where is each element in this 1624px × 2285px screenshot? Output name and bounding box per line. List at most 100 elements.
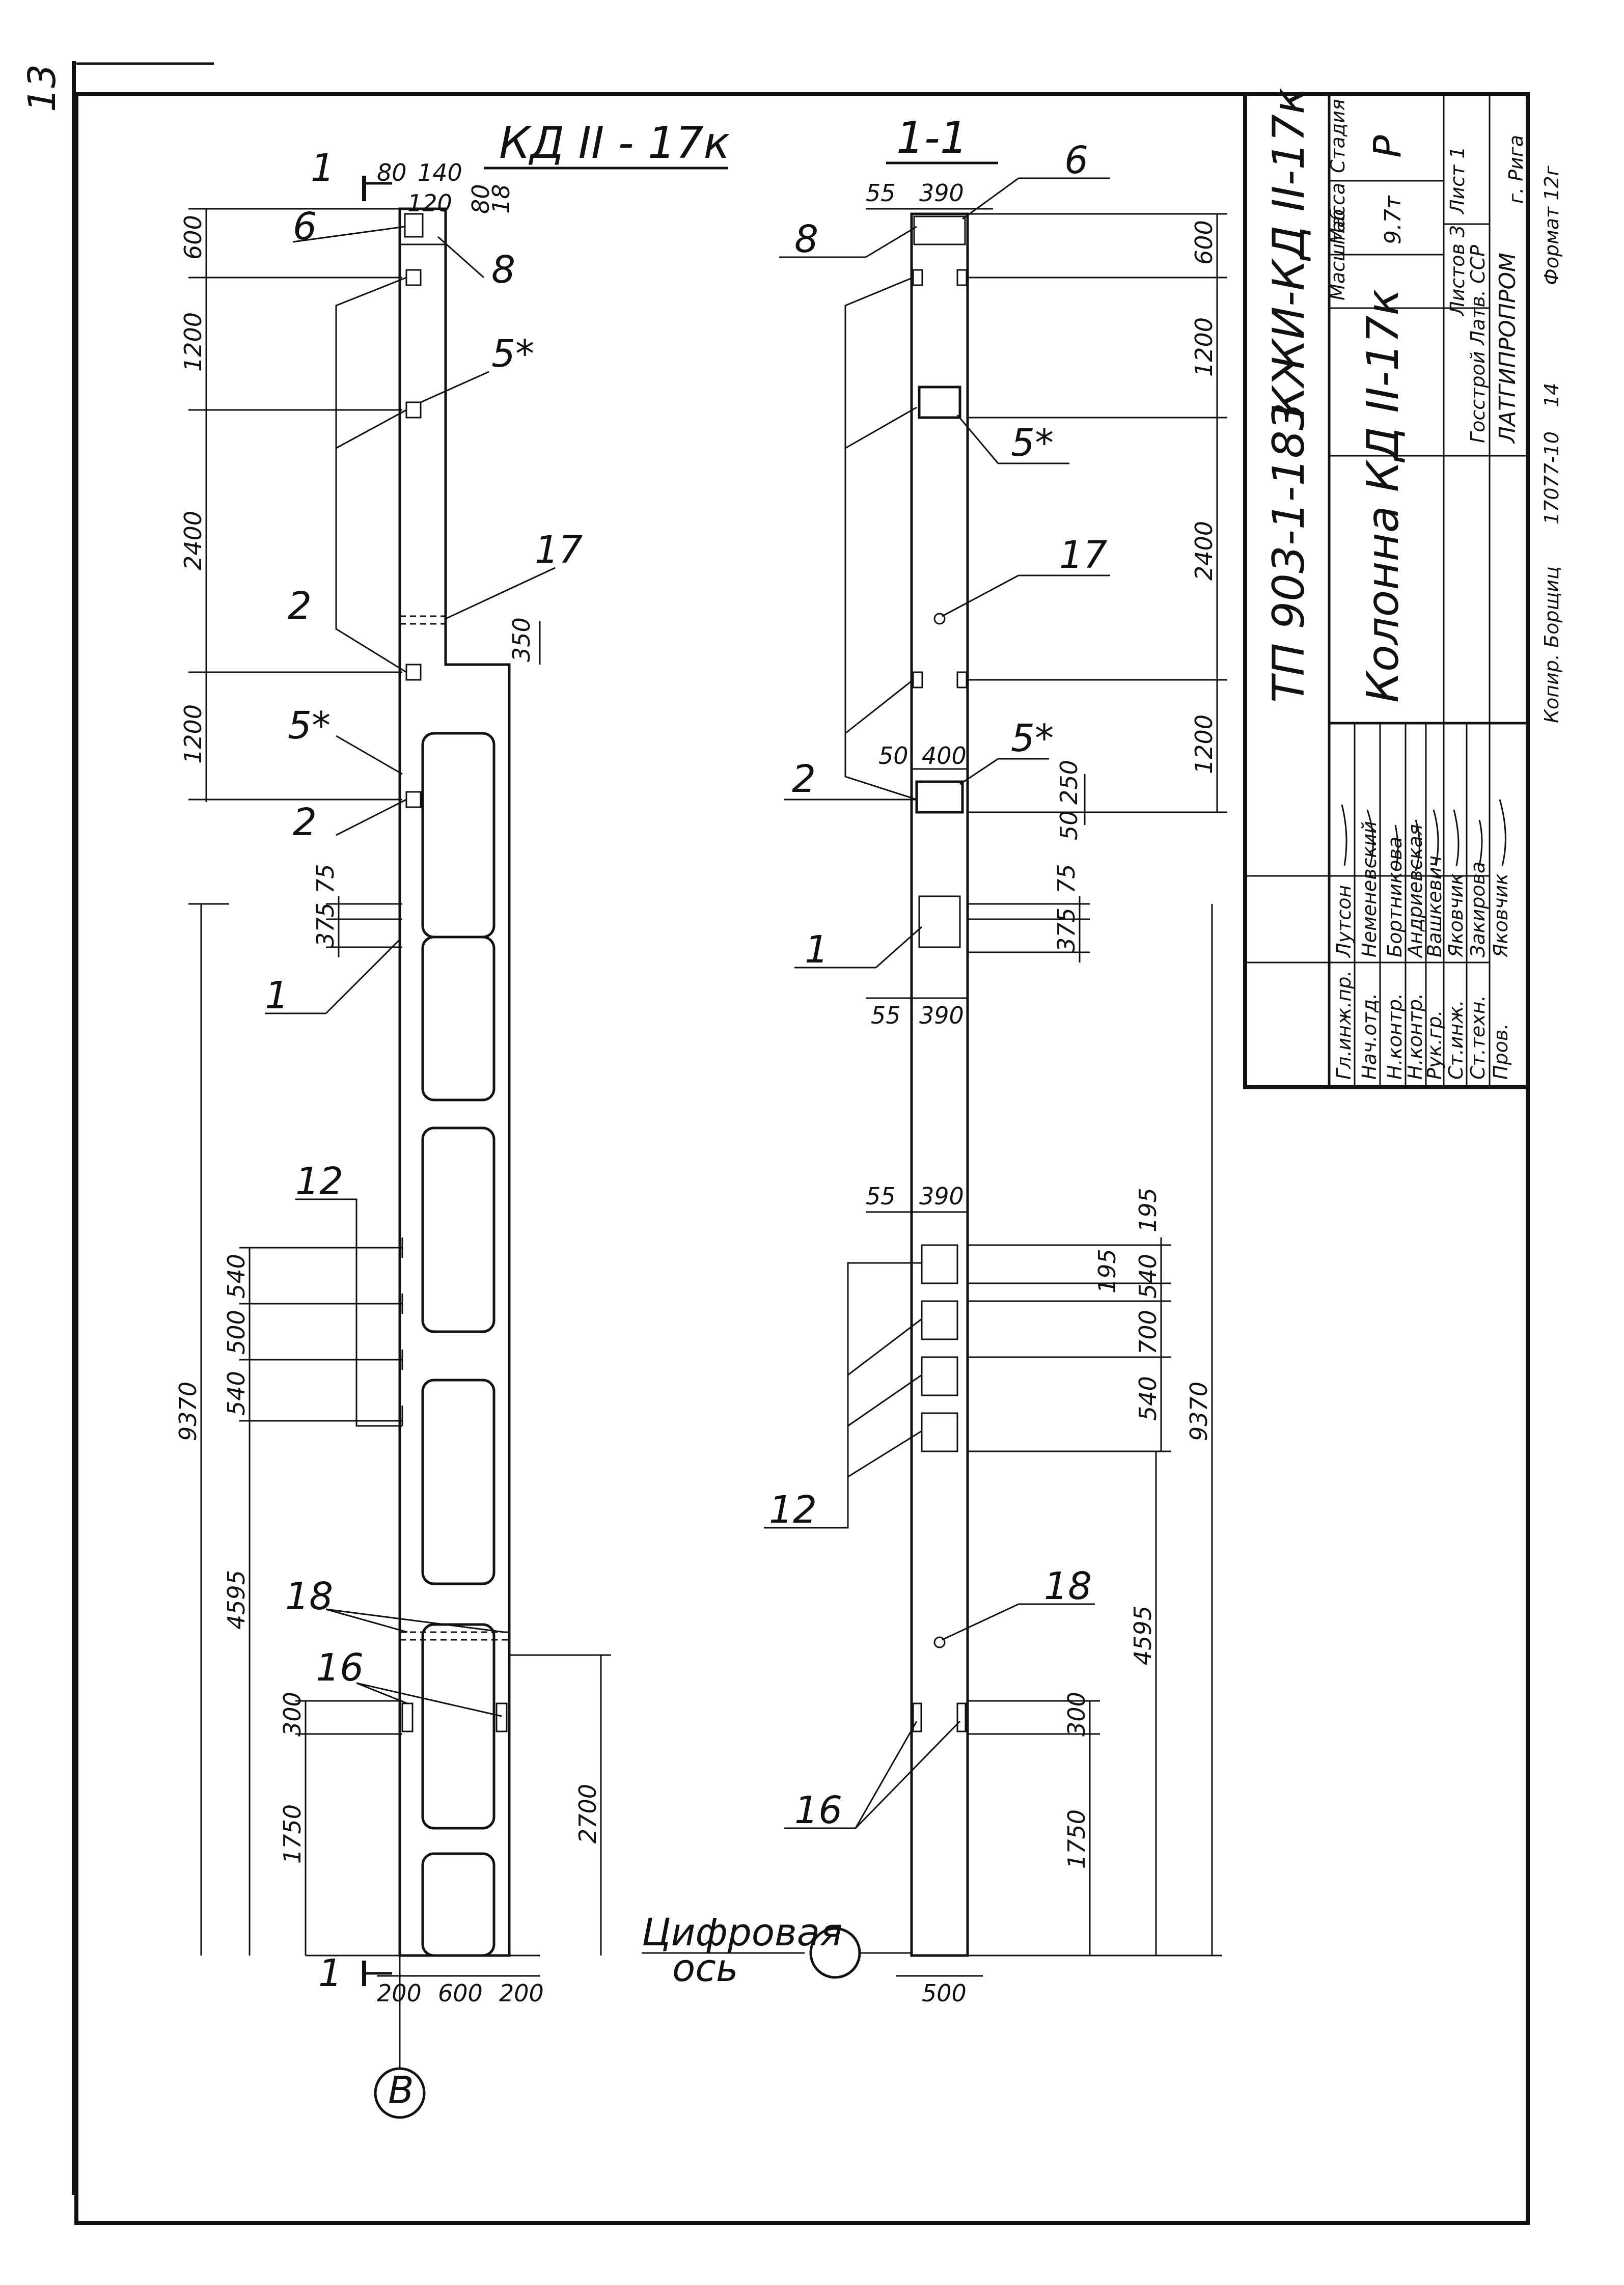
tb-signature-marks xyxy=(1341,799,1506,871)
leader-16-left-b xyxy=(356,1682,502,1717)
label-8-left: 8 xyxy=(491,248,515,292)
dim-top-80b: 80 xyxy=(467,184,494,214)
right-plate-12a xyxy=(921,1244,958,1284)
left-plate-16a xyxy=(401,1702,414,1732)
right-plate-16b xyxy=(956,1702,967,1732)
tb-format: Формат 12г xyxy=(1540,165,1563,285)
tb-scale-h: Масштаб xyxy=(1327,208,1349,300)
rdim-50b: 50 xyxy=(1055,810,1083,840)
label-5-left-mid: 5* xyxy=(288,704,331,748)
right-plate-12c xyxy=(921,1356,958,1396)
tb-name-6: Яковчик xyxy=(1445,873,1467,958)
drawing-frame xyxy=(74,92,1530,2225)
tb-sheet: Лист 1 xyxy=(1446,146,1469,215)
rleader-5-mid xyxy=(959,758,999,785)
rdim-9370: 9370 xyxy=(1185,1382,1213,1441)
tb-org3: г. Рига xyxy=(1505,135,1527,204)
dim-300: 300 xyxy=(279,1692,306,1737)
tb-name-4: Андриевская xyxy=(1404,824,1426,959)
right-hole-18 xyxy=(933,1636,946,1648)
left-plate-top xyxy=(404,213,424,238)
tb-sheet-no: 14 xyxy=(1540,383,1563,407)
label-18-left: 18 xyxy=(285,1575,333,1618)
rleader-2-branch xyxy=(845,406,917,449)
leader-6-left xyxy=(292,226,405,243)
dim-2400: 2400 xyxy=(179,511,207,570)
page-number: 13 xyxy=(20,64,64,112)
label-12-left: 12 xyxy=(295,1160,343,1203)
left-opening-1 xyxy=(421,732,496,939)
rlabel-6: 6 xyxy=(1064,139,1088,182)
dim-top-120: 120 xyxy=(407,189,452,217)
left-view: КД II - 17к 1 1 80 xyxy=(174,118,730,2119)
dim-4595: 4595 xyxy=(223,1570,250,1630)
rlabel-16: 16 xyxy=(794,1788,842,1832)
tb-role-3: Н.контр. xyxy=(1384,993,1406,1080)
left-plate-b xyxy=(405,401,422,419)
right-view-title: 1-1 xyxy=(896,113,968,163)
section-mark-top-label: 1 xyxy=(311,146,335,190)
rleader-12 xyxy=(764,1262,922,1529)
leader-12-left xyxy=(295,1198,402,1427)
tb-name-3: Бортникова xyxy=(1384,837,1406,957)
left-opening-6 xyxy=(421,1852,496,1957)
dim-top-18: 18 xyxy=(487,184,515,214)
tb-name-2: Неменевский xyxy=(1358,821,1381,957)
label-1-left: 1 xyxy=(265,974,289,1017)
rdim-250: 250 xyxy=(1055,760,1083,805)
tb-name-8: Яковчик xyxy=(1490,873,1512,958)
tb-mass-h: Масса xyxy=(1327,183,1349,244)
rdim-75: 75 xyxy=(1053,864,1080,894)
rdim-b500: 500 xyxy=(922,1979,967,2007)
rdim-m390: 390 xyxy=(919,1002,964,1029)
right-plate-b2 xyxy=(956,671,968,689)
rdim-195b: 195 xyxy=(1093,1249,1121,1293)
left-opening-3 xyxy=(421,1126,496,1333)
rdim-300: 300 xyxy=(1063,1692,1090,1737)
label-2-left: 2 xyxy=(288,584,312,628)
right-column-outline xyxy=(910,212,969,1957)
rlabel-1: 1 xyxy=(805,928,829,972)
tb-role-1: Гл.инж.пр. xyxy=(1333,971,1355,1080)
tb-org2: ЛАТГИПРОПРОМ xyxy=(1495,253,1521,444)
dim-1750: 1750 xyxy=(279,1804,306,1864)
right-plate-5mid xyxy=(915,780,964,814)
axis-b-label: В xyxy=(388,2069,414,2112)
dim-540b: 540 xyxy=(223,1371,250,1416)
rdim-n55: 55 xyxy=(866,1182,896,1210)
tb-role-6: Ст.инж. xyxy=(1445,1000,1467,1080)
right-plate-12b xyxy=(921,1300,958,1340)
rdim-375: 375 xyxy=(1053,907,1080,952)
rdim-n390: 390 xyxy=(919,1182,964,1210)
tb-sheet-code: КЖИ-КД II-17к xyxy=(1263,88,1314,418)
rdim-195a: 195 xyxy=(1134,1188,1162,1232)
tb-org1: Госстрой Латв. ССР xyxy=(1467,245,1489,443)
dim-375: 375 xyxy=(312,902,339,947)
rlabel-8: 8 xyxy=(794,217,818,261)
rlabel-17: 17 xyxy=(1059,533,1107,577)
right-plate-a xyxy=(912,269,923,286)
tb-role-8: Пров. xyxy=(1490,1024,1512,1080)
right-plate-16a xyxy=(912,1702,922,1732)
right-plate-a2 xyxy=(956,269,968,286)
leader-2-left-mid xyxy=(336,799,407,836)
tb-mass: 9.7т xyxy=(1380,195,1406,244)
rdim-m55: 55 xyxy=(871,1002,901,1029)
rleader-5-top xyxy=(956,415,999,464)
tb-role-5: Рук.гр. xyxy=(1423,1010,1446,1080)
tb-copied: Копир. Борщиц xyxy=(1540,566,1563,723)
leader-2-left-branch xyxy=(336,409,407,449)
tb-name: Колонна КД II-17к xyxy=(1358,289,1409,703)
rleader-2-branch2 xyxy=(845,679,914,734)
tb-order: 17077-10 xyxy=(1540,431,1563,525)
label-17-left: 17 xyxy=(535,528,583,572)
rleader-12-c xyxy=(847,1374,922,1427)
rdim-1750: 1750 xyxy=(1063,1809,1090,1869)
rdim-600: 600 xyxy=(1190,220,1218,265)
dim-540a: 540 xyxy=(223,1254,250,1299)
rlabel-5-mid: 5* xyxy=(1011,717,1054,760)
right-plate-b xyxy=(912,671,923,689)
rleader-8 xyxy=(865,226,917,258)
left-plate-a xyxy=(405,269,422,286)
leader-5-left-top xyxy=(420,371,489,403)
